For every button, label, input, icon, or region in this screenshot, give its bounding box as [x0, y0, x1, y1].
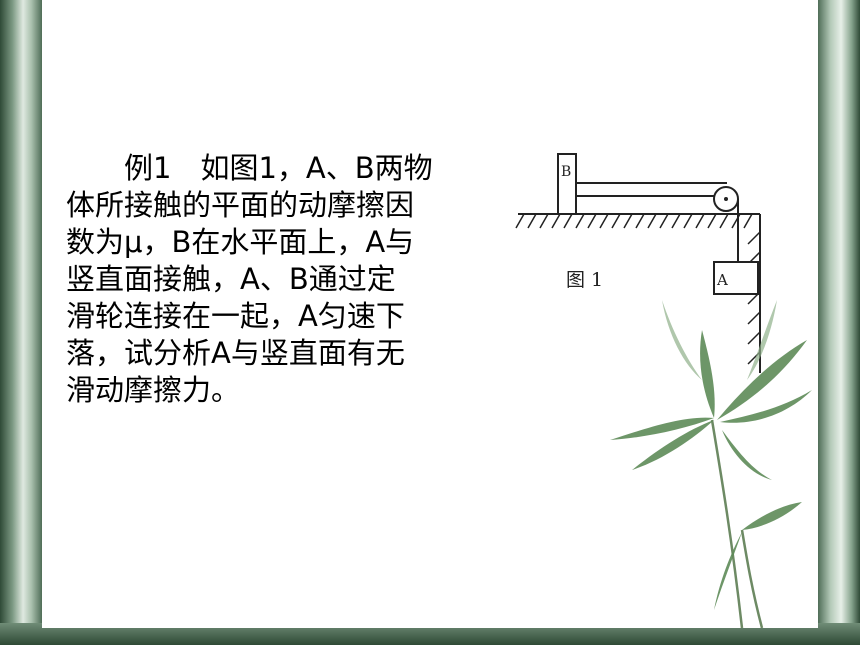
figure-caption: 图 1 — [566, 269, 603, 291]
problem-line-1: 例1 如图1，A、B两物 — [124, 151, 433, 185]
problem-line-7: 滑动摩擦力。 — [66, 373, 241, 407]
pulley-diagram: B — [515, 153, 761, 373]
physics-figure: B — [512, 148, 772, 383]
problem-line-4: 竖直面接触，A、B通过定 — [66, 262, 396, 296]
bamboo-leaves-decoration — [602, 280, 818, 629]
problem-line-5: 滑轮连接在一起，A匀速下 — [66, 299, 405, 333]
block-b-label: B — [561, 164, 571, 180]
slide-content: 例1 如图1，A、B两物 体所接触的平面的动摩擦因 数为μ，B在水平面上，A与 … — [42, 0, 818, 629]
bamboo-border-left — [0, 0, 42, 645]
problem-text: 例1 如图1，A、B两物 体所接触的平面的动摩擦因 数为μ，B在水平面上，A与 … — [66, 150, 486, 409]
problem-line-6: 落，试分析A与竖直面有无 — [66, 336, 405, 370]
bamboo-border-bottom — [0, 623, 860, 645]
bamboo-border-right — [818, 0, 860, 645]
block-a — [713, 261, 759, 295]
block-a-label: A — [716, 271, 728, 289]
block-b — [557, 153, 577, 215]
horizontal-surface-hatching — [515, 213, 753, 229]
problem-line-2: 体所接触的平面的动摩擦因 — [66, 188, 415, 222]
bamboo-leaves-icon — [610, 300, 812, 629]
problem-line-3: 数为μ，B在水平面上，A与 — [66, 225, 415, 259]
